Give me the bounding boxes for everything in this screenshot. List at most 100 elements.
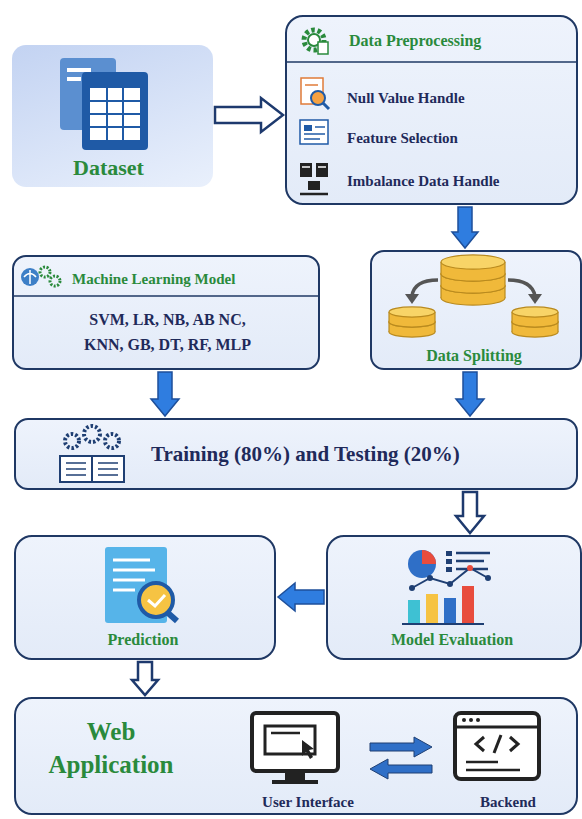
database-icon-part: [441, 279, 505, 293]
gear-icon: [304, 30, 328, 54]
training-icon-part: [65, 434, 79, 448]
chart-icon-part: [456, 560, 484, 563]
database-icon-part: [441, 255, 505, 269]
training-icon-part: [66, 468, 86, 470]
brain-gears-icon-part: [50, 276, 60, 286]
prediction-icon-part: [113, 579, 145, 582]
feature-selection-icon-part: [300, 120, 328, 144]
process-box: Data Splitting: [370, 250, 582, 370]
hollow-arrow: [215, 98, 283, 132]
dataset-box: Dataset: [12, 45, 213, 187]
prediction-icon-part: [139, 583, 173, 617]
model-panel: Machine Learning ModelSVM, LR, NB, AB NC…: [12, 255, 320, 370]
process-panel: Data PreprocessingNull Value HandleFeatu…: [285, 15, 578, 205]
code-window-icon-part: [455, 726, 539, 729]
code-window-icon-part: [462, 718, 466, 722]
spreadsheet-icon-part: [90, 113, 140, 115]
prediction-icon-part: [113, 569, 155, 572]
null-value-icon-part: [305, 84, 318, 86]
code-window-icon-part: [476, 737, 484, 751]
step-label: Feature Selection: [347, 129, 572, 147]
split-arrows: [405, 280, 542, 304]
block-arrow: [456, 372, 484, 416]
database-icon: [389, 255, 558, 337]
database-icon-part: [441, 267, 505, 281]
chart-icon-part: [426, 594, 438, 624]
database-icon-part: [504, 286, 505, 298]
training-icon-part: [66, 462, 86, 464]
feature-selection-icon: [300, 120, 328, 144]
database-icon-part: [557, 322, 558, 332]
training-icon: [60, 426, 124, 482]
imbalance-icon-part: [300, 193, 328, 196]
database-icon-part: [440, 274, 441, 286]
chart-icon-part: [408, 550, 436, 578]
box-title: Prediction: [16, 630, 270, 649]
code-window-icon-part: [469, 718, 473, 722]
box-title: Data Splitting: [372, 346, 576, 365]
divider-line: [14, 295, 318, 297]
spreadsheet-icon-part: [67, 77, 81, 81]
database-icon-part: [441, 262, 505, 274]
gear-icon-part: [308, 34, 320, 46]
code-window-icon-part: [494, 735, 501, 753]
chart-icon-part: [422, 550, 436, 564]
icon-caption: User Interface: [238, 793, 378, 811]
database-icon-part: [512, 317, 558, 327]
null-value-icon-part: [301, 78, 323, 104]
database-icon-part: [389, 322, 435, 332]
training-icon-part: [91, 456, 93, 482]
prediction-icon-part: [168, 613, 177, 621]
database-icon-part: [557, 312, 558, 322]
chart-icon-part: [402, 623, 484, 625]
hollow-arrow: [456, 492, 484, 533]
database-icon-part: [389, 317, 435, 327]
panel-title: Web Application: [31, 715, 191, 781]
null-value-icon: [301, 78, 329, 109]
database-icon-part: [504, 274, 505, 286]
spreadsheet-icon-part: [82, 72, 148, 150]
feature-selection-icon-part: [304, 125, 312, 131]
chart-icon-part: [447, 581, 453, 587]
chart-icon-part: [446, 567, 452, 572]
exchange-arrows-part: [370, 737, 432, 757]
divider-line: [287, 61, 576, 63]
code-window-icon-part: [455, 713, 539, 779]
spreadsheet-icon-part: [67, 68, 91, 72]
database-icon-part: [511, 322, 512, 332]
gear-icon-part: [318, 42, 328, 54]
imbalance-icon-part: [300, 163, 312, 177]
database-icon-part: [512, 307, 558, 317]
database-icon-part: [512, 312, 558, 322]
block-arrow: [452, 207, 478, 248]
database-icon-part: [388, 322, 389, 332]
chart-icon-part: [408, 600, 420, 624]
monitor-icon-part: [285, 771, 305, 780]
training-icon-part: [98, 462, 118, 464]
hollow-arrow: [132, 662, 158, 695]
database-icon-part: [441, 291, 505, 305]
database-icon-part: [511, 312, 512, 322]
null-value-icon-part: [311, 91, 325, 105]
database-icon-part: [434, 312, 435, 322]
prediction-icon-part: [105, 547, 167, 623]
database-icon-part: [389, 312, 435, 322]
training-icon-part: [105, 434, 119, 448]
process-box: Model Evaluation: [326, 535, 582, 660]
monitor-icon-part: [271, 732, 300, 735]
step-label: Null Value Handle: [347, 89, 572, 107]
brain-gears-icon-part: [24, 270, 36, 284]
application-panel: Web ApplicationUser InterfaceBackend: [14, 697, 578, 815]
chart-icon-part: [444, 598, 456, 624]
imbalance-icon-part: [316, 163, 328, 177]
box-title: Model Evaluation: [328, 630, 576, 649]
database-icon-part: [434, 322, 435, 332]
database-icon-part: [441, 286, 505, 298]
prediction-icon-part: [113, 559, 150, 562]
database-icon-part: [388, 312, 389, 322]
database-icon-part: [440, 286, 441, 298]
exchange-arrows: [370, 737, 432, 779]
brain-gears-icon: [21, 267, 60, 286]
training-icon-part: [98, 468, 118, 470]
